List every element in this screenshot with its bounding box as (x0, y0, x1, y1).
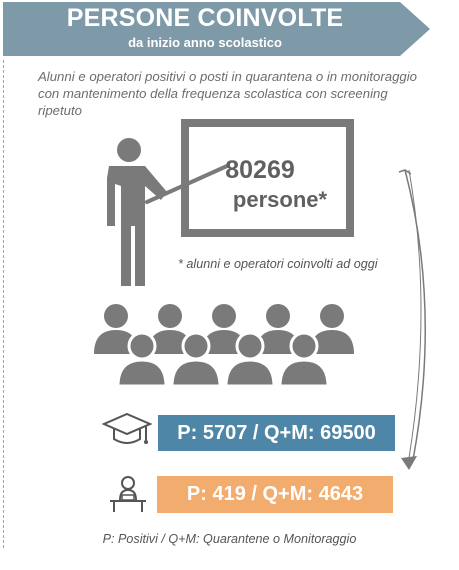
footnote: * alunni e operatori coinvolti ad oggi (178, 257, 378, 271)
page-subtitle: da inizio anno scolastico (128, 35, 282, 50)
students-stats-box: P: 5707 / Q+M: 69500 (158, 415, 395, 451)
teacher-at-desk-icon (106, 474, 150, 519)
header-banner: PERSONE COINVOLTE da inizio anno scolast… (0, 0, 432, 58)
people-count: 80269 (225, 156, 295, 184)
staff-stats-text: P: 419 / Q+M: 4643 (186, 483, 364, 505)
people-label: persone* (232, 187, 328, 212)
students-stats-text: P: 5707 / Q+M: 69500 (177, 421, 376, 444)
legend-text: P: Positivi / Q+M: Quarantene o Monitora… (102, 532, 357, 546)
curved-arrow-icon (395, 168, 445, 478)
teacher-board-icon (95, 118, 360, 301)
dashed-border (3, 60, 4, 548)
crowd-icon (92, 298, 354, 391)
banner-shape (3, 2, 430, 56)
description-text: Alunni e operatori positivi o posti in q… (38, 69, 418, 118)
page-title: PERSONE COINVOLTE (66, 4, 344, 32)
graduation-cap-icon (101, 410, 153, 457)
staff-stats-box: P: 419 / Q+M: 4643 (157, 476, 393, 513)
